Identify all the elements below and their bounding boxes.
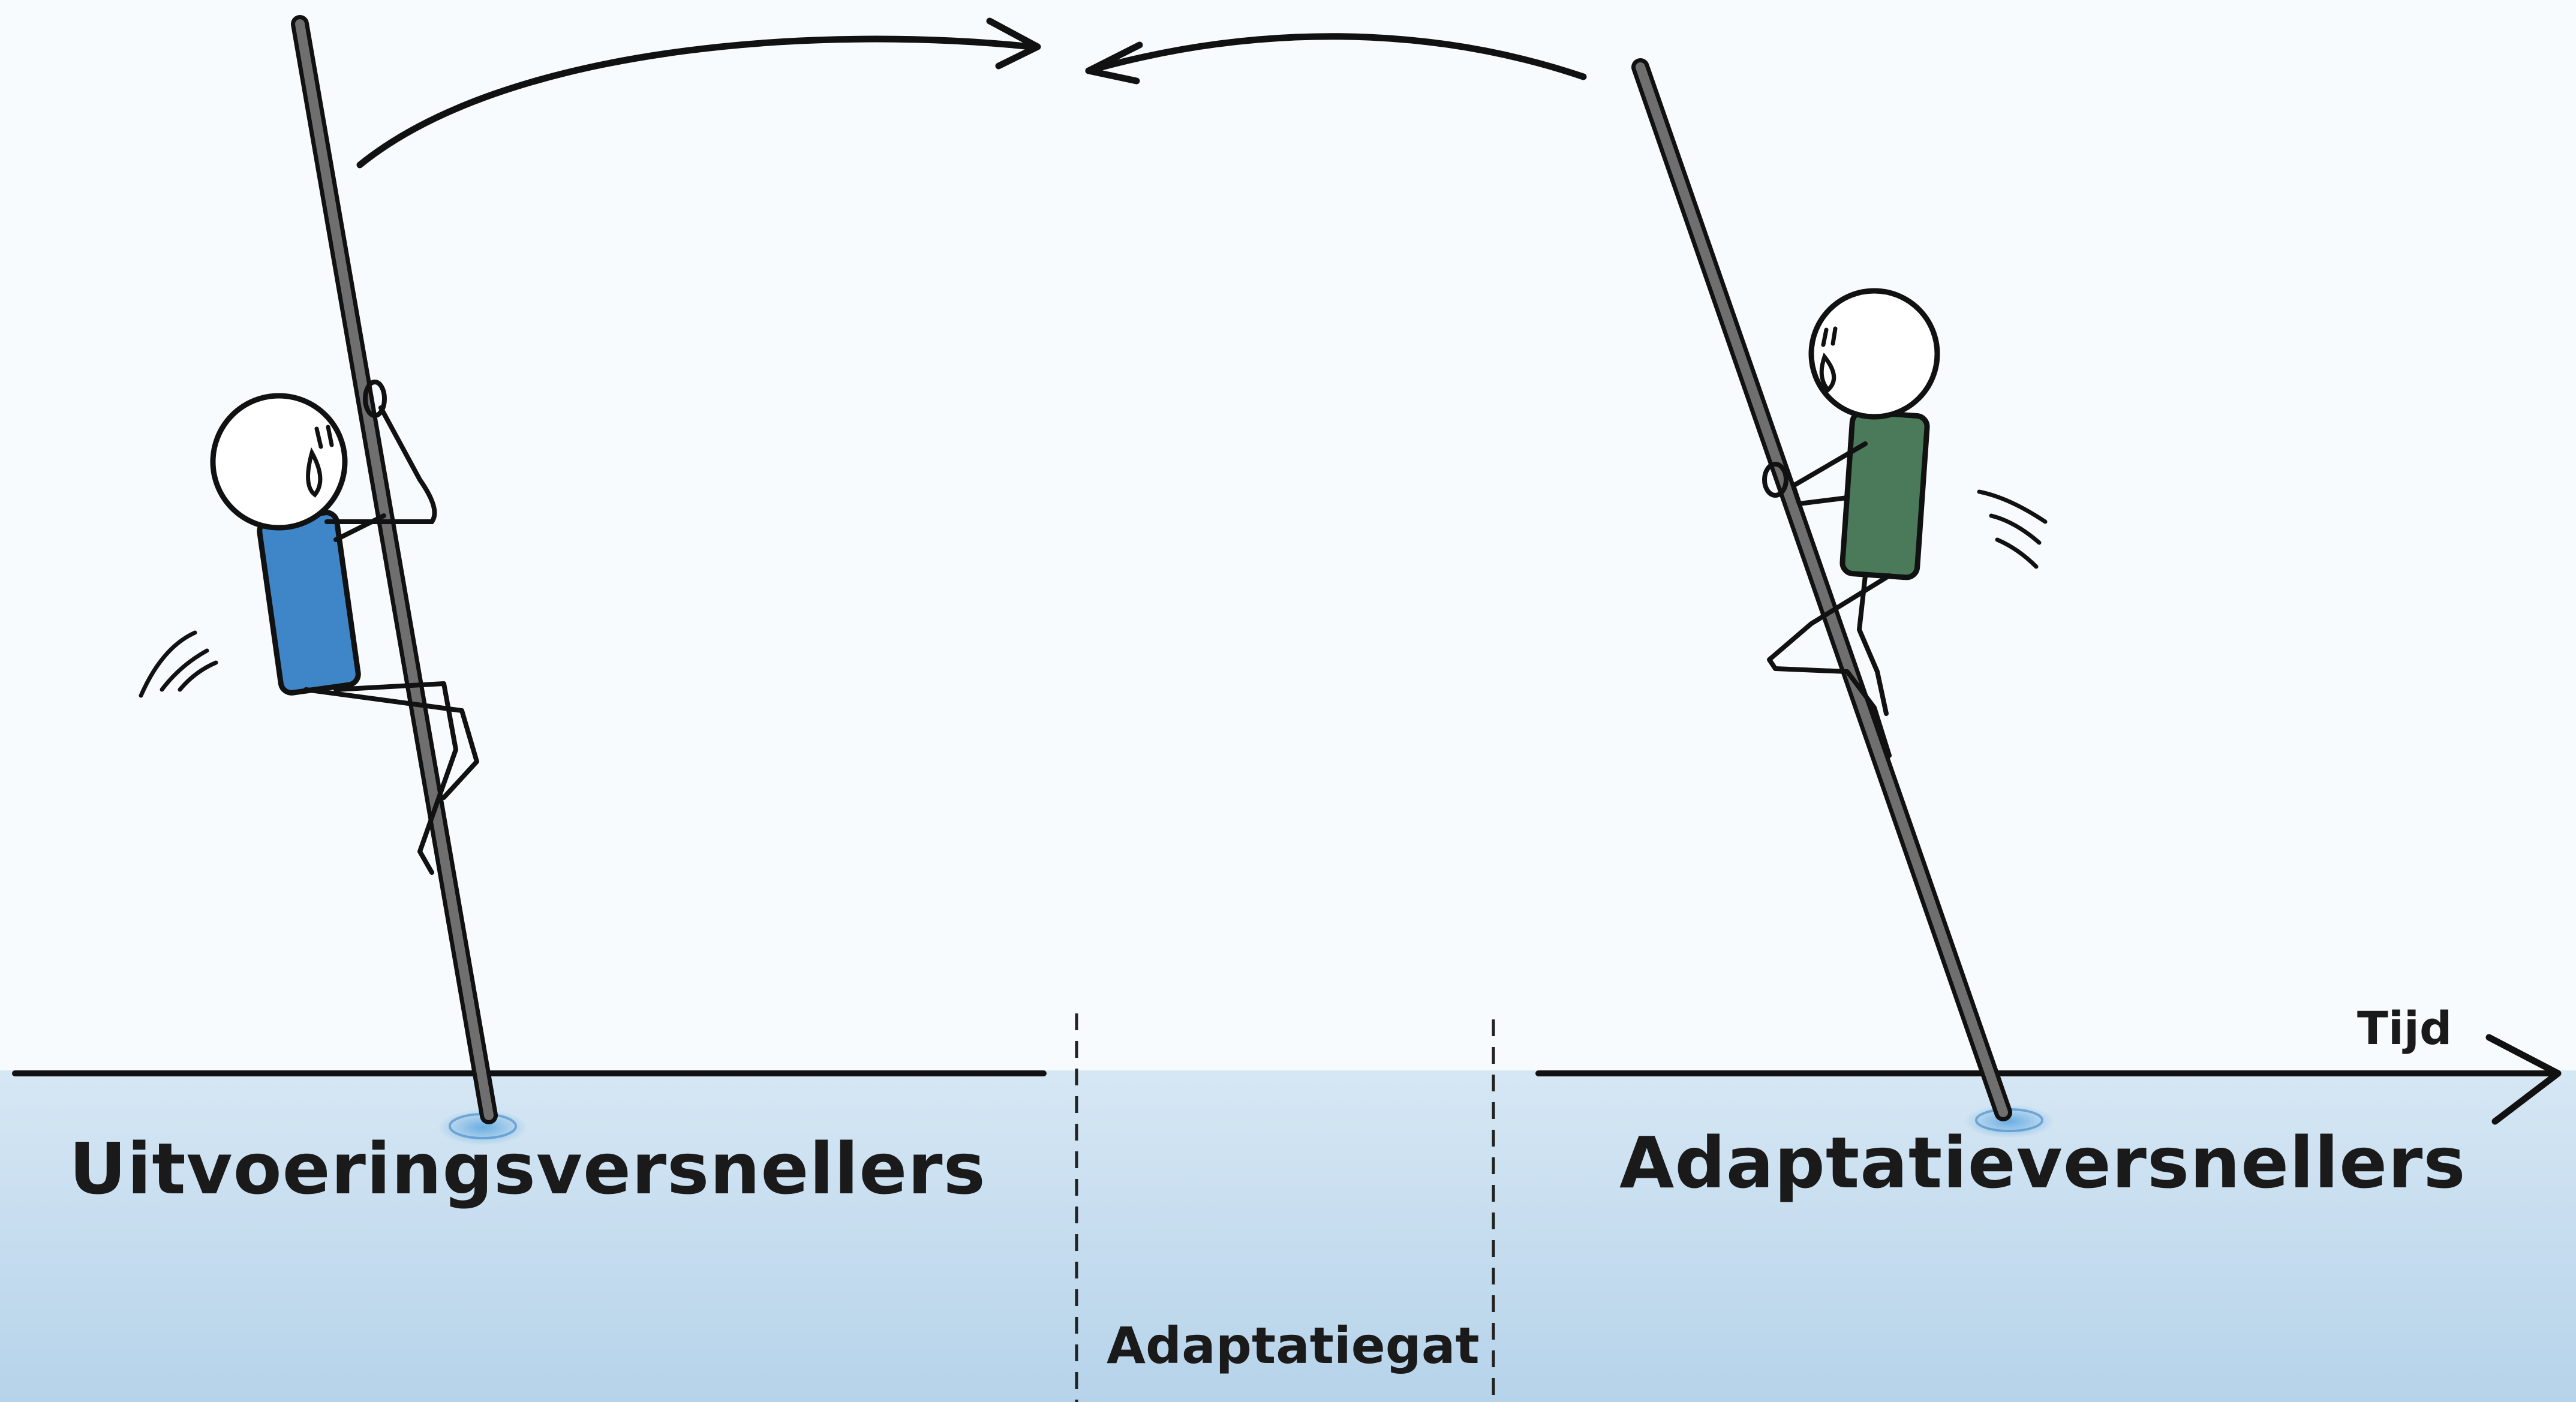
mouth-right <box>1819 352 1836 393</box>
head-left <box>210 393 348 531</box>
water-area <box>0 1070 2576 1402</box>
arrow-right-to-center-icon <box>1085 33 1587 80</box>
pole-fill <box>295 19 494 1120</box>
label-time-axis: Tijd <box>2357 1001 2452 1055</box>
leg-right-2 <box>1857 573 1889 716</box>
leg-right-1 <box>1767 573 1892 758</box>
leg-left-1 <box>303 687 479 800</box>
label-adaptatiegat: Adaptatiegat <box>1107 1316 1480 1375</box>
arm-left-upper <box>324 405 437 524</box>
label-adaptatieversnellers: Adaptatieversnellers <box>1619 1121 2466 1204</box>
motion-lines-left-icon <box>139 630 218 698</box>
eye-right-1 <box>1821 327 1829 347</box>
shirt-left <box>257 510 361 696</box>
arm-right-1 <box>1791 441 1868 506</box>
right-vaulter-figure <box>1631 58 2054 1138</box>
arrow-left-to-center-icon <box>356 35 1035 169</box>
leg-left-2 <box>333 681 458 875</box>
arrowhead-right-icon <box>986 17 1041 70</box>
arrowhead-left-icon <box>1085 41 1143 85</box>
motion-lines-right-icon <box>1977 489 2048 569</box>
eye-left-2 <box>326 425 334 447</box>
left-vaulter-figure <box>139 15 528 1145</box>
hand-left <box>363 380 387 418</box>
eye-left-1 <box>314 426 323 449</box>
arm-left-lower <box>333 513 386 542</box>
eye-right-2 <box>1830 326 1838 346</box>
hand-right <box>1762 462 1789 498</box>
time-axis-arrowhead-icon <box>2485 1034 2562 1125</box>
head-right <box>1808 288 1940 420</box>
shirt-right <box>1839 409 1930 580</box>
pole-fill <box>1636 62 2008 1117</box>
mouth-left <box>306 447 323 498</box>
label-uitvoeringsversnellers: Uitvoeringsversnellers <box>69 1127 986 1210</box>
